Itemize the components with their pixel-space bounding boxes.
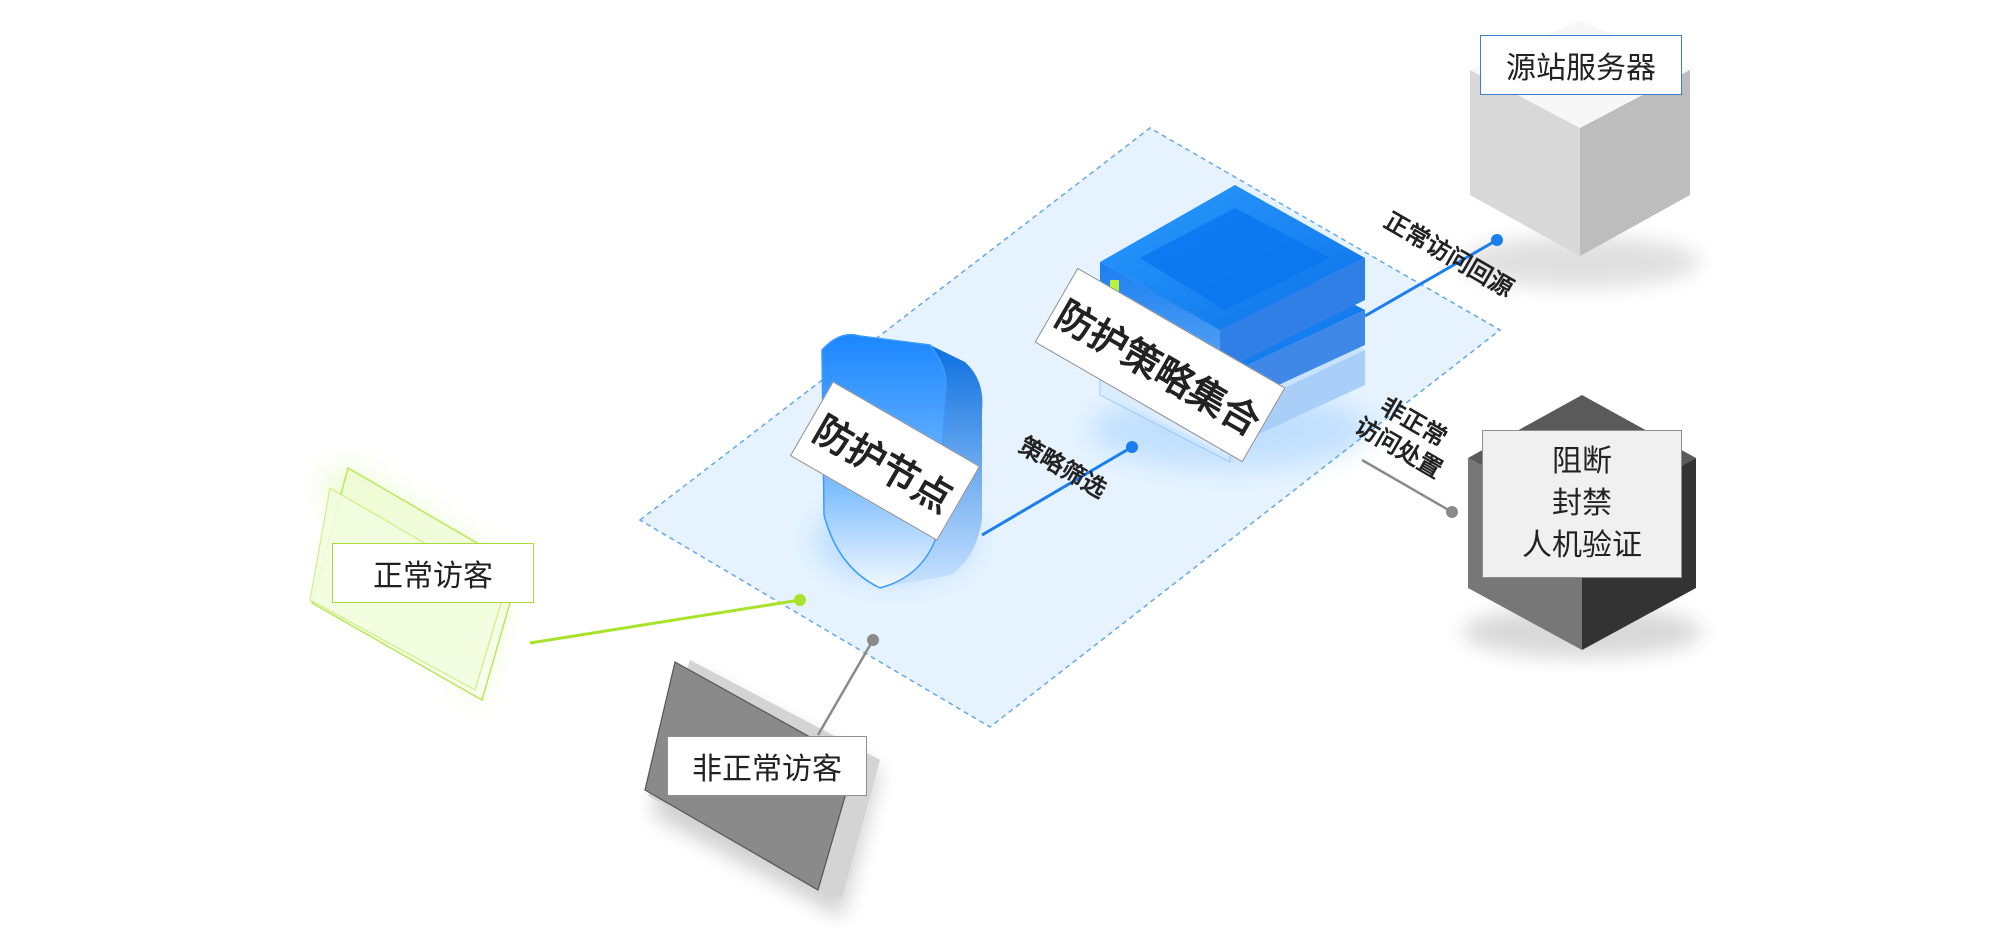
- action-ban: 封禁: [1552, 486, 1612, 521]
- normal-visitor-line: [529, 598, 801, 645]
- action-captcha: 人机验证: [1522, 528, 1642, 563]
- abnormal-visitor-line: [816, 639, 875, 736]
- actions-label: 阻断 封禁 人机验证: [1482, 430, 1682, 578]
- connector-lines: [529, 234, 1503, 736]
- normal-visitor-label: 正常访客: [332, 543, 534, 603]
- policy-filter-line: [981, 445, 1133, 537]
- abnormal-visitor-label: 非正常访客: [667, 736, 867, 796]
- origin-server-label: 源站服务器: [1480, 35, 1682, 95]
- abnormal-handling-line: [1361, 458, 1453, 514]
- back-to-origin-line: [1364, 238, 1498, 318]
- action-block: 阻断: [1552, 444, 1612, 479]
